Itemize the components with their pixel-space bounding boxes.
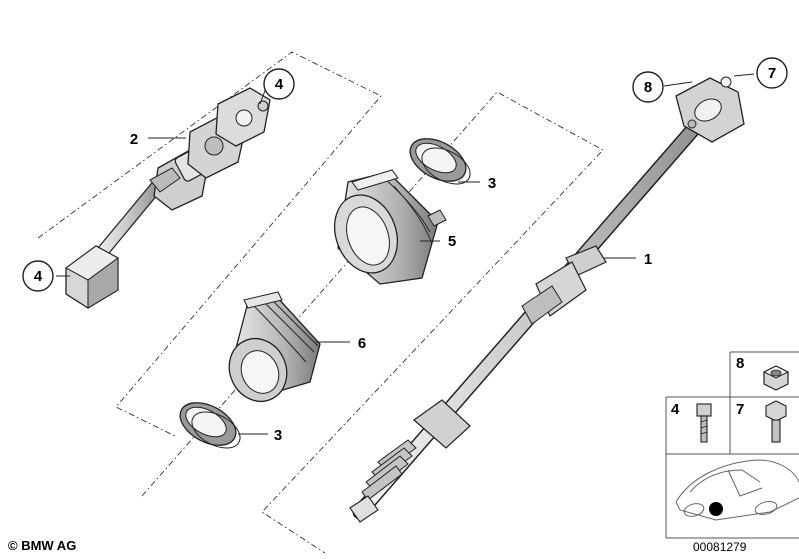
svg-text:8: 8 <box>644 79 652 96</box>
svg-text:4: 4 <box>275 76 284 93</box>
callout-4-left: 4 <box>22 260 54 292</box>
callout-3-upper: 3 <box>488 175 496 192</box>
callout-7: 7 <box>756 57 788 89</box>
nut-icon <box>762 365 790 391</box>
bellows-part-6 <box>228 291 321 402</box>
svg-text:7: 7 <box>768 65 776 82</box>
callout-2: 2 <box>130 131 138 148</box>
group-box-left <box>37 51 382 438</box>
callout-3-lower: 3 <box>274 427 282 444</box>
steering-shaft-part-1 <box>349 76 745 523</box>
hex-bolt-icon <box>765 400 787 443</box>
bolt-icon <box>696 403 712 443</box>
hardware-legend <box>665 351 799 539</box>
callout-6: 6 <box>358 335 366 352</box>
svg-text:4: 4 <box>34 268 43 285</box>
callout-8: 8 <box>632 71 664 103</box>
callout-5: 5 <box>448 233 456 250</box>
copyright-notice: © BMW AG <box>8 538 77 553</box>
sealing-ring-part-3-lower <box>179 402 241 449</box>
document-number: 00081279 <box>693 540 747 554</box>
intermediate-shaft-part-2 <box>65 87 271 309</box>
vehicle-location-sketch <box>675 459 799 521</box>
legend-label-8: 8 <box>736 355 744 372</box>
legend-label-7: 7 <box>736 401 744 418</box>
legend-label-4: 4 <box>671 401 680 418</box>
rubber-boot-part-5 <box>334 169 447 285</box>
location-marker-icon <box>709 502 723 516</box>
sealing-ring-part-3-upper <box>409 138 471 185</box>
callout-4-top: 4 <box>263 68 295 100</box>
callout-1: 1 <box>644 251 652 268</box>
